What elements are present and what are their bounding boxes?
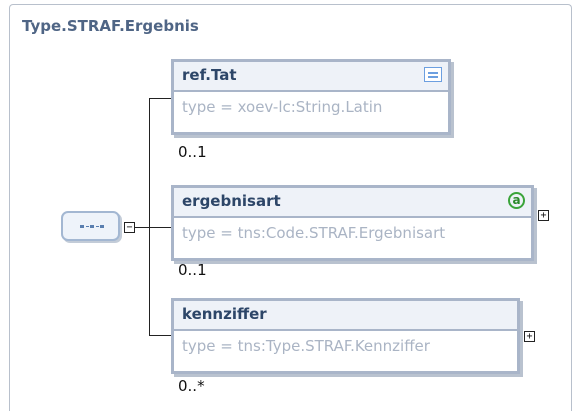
element-ergebnisart[interactable]: ergebnisart a type = tns:Code.STRAF.Erge… [171,185,534,261]
element-type: type = tns:Type.STRAF.Kennziffer [182,337,430,355]
connector-stub [135,227,150,228]
sequence-icon [80,225,104,228]
attribute-icon: a [508,192,525,209]
cardinality: 0..1 [178,261,207,279]
element-kennziffer[interactable]: kennziffer type = tns:Type.STRAF.Kennzif… [171,298,520,374]
connector-branch-1 [149,98,171,99]
element-name: ref.Tat [182,66,237,84]
connector-branch-2 [149,227,171,228]
diagram-title: Type.STRAF.Ergebnis [22,17,199,35]
element-type: type = xoev-lc:String.Latin [182,98,383,116]
element-ref-tat[interactable]: ref.Tat type = xoev-lc:String.Latin [171,59,451,135]
element-name: ergebnisart [182,192,281,210]
sequence-compositor[interactable] [61,211,120,241]
sequence-collapse-toggle[interactable]: − [124,222,135,233]
expand-kennziffer-toggle[interactable]: + [524,331,535,342]
element-type: type = tns:Code.STRAF.Ergebnisart [182,224,446,242]
documentation-icon [424,67,442,82]
cardinality: 0..1 [178,143,207,161]
connector-branch-3 [149,335,171,336]
cardinality: 0..* [178,377,205,395]
element-name: kennziffer [182,305,267,323]
connector-trunk [149,98,150,335]
expand-ergebnisart-toggle[interactable]: + [538,210,549,221]
